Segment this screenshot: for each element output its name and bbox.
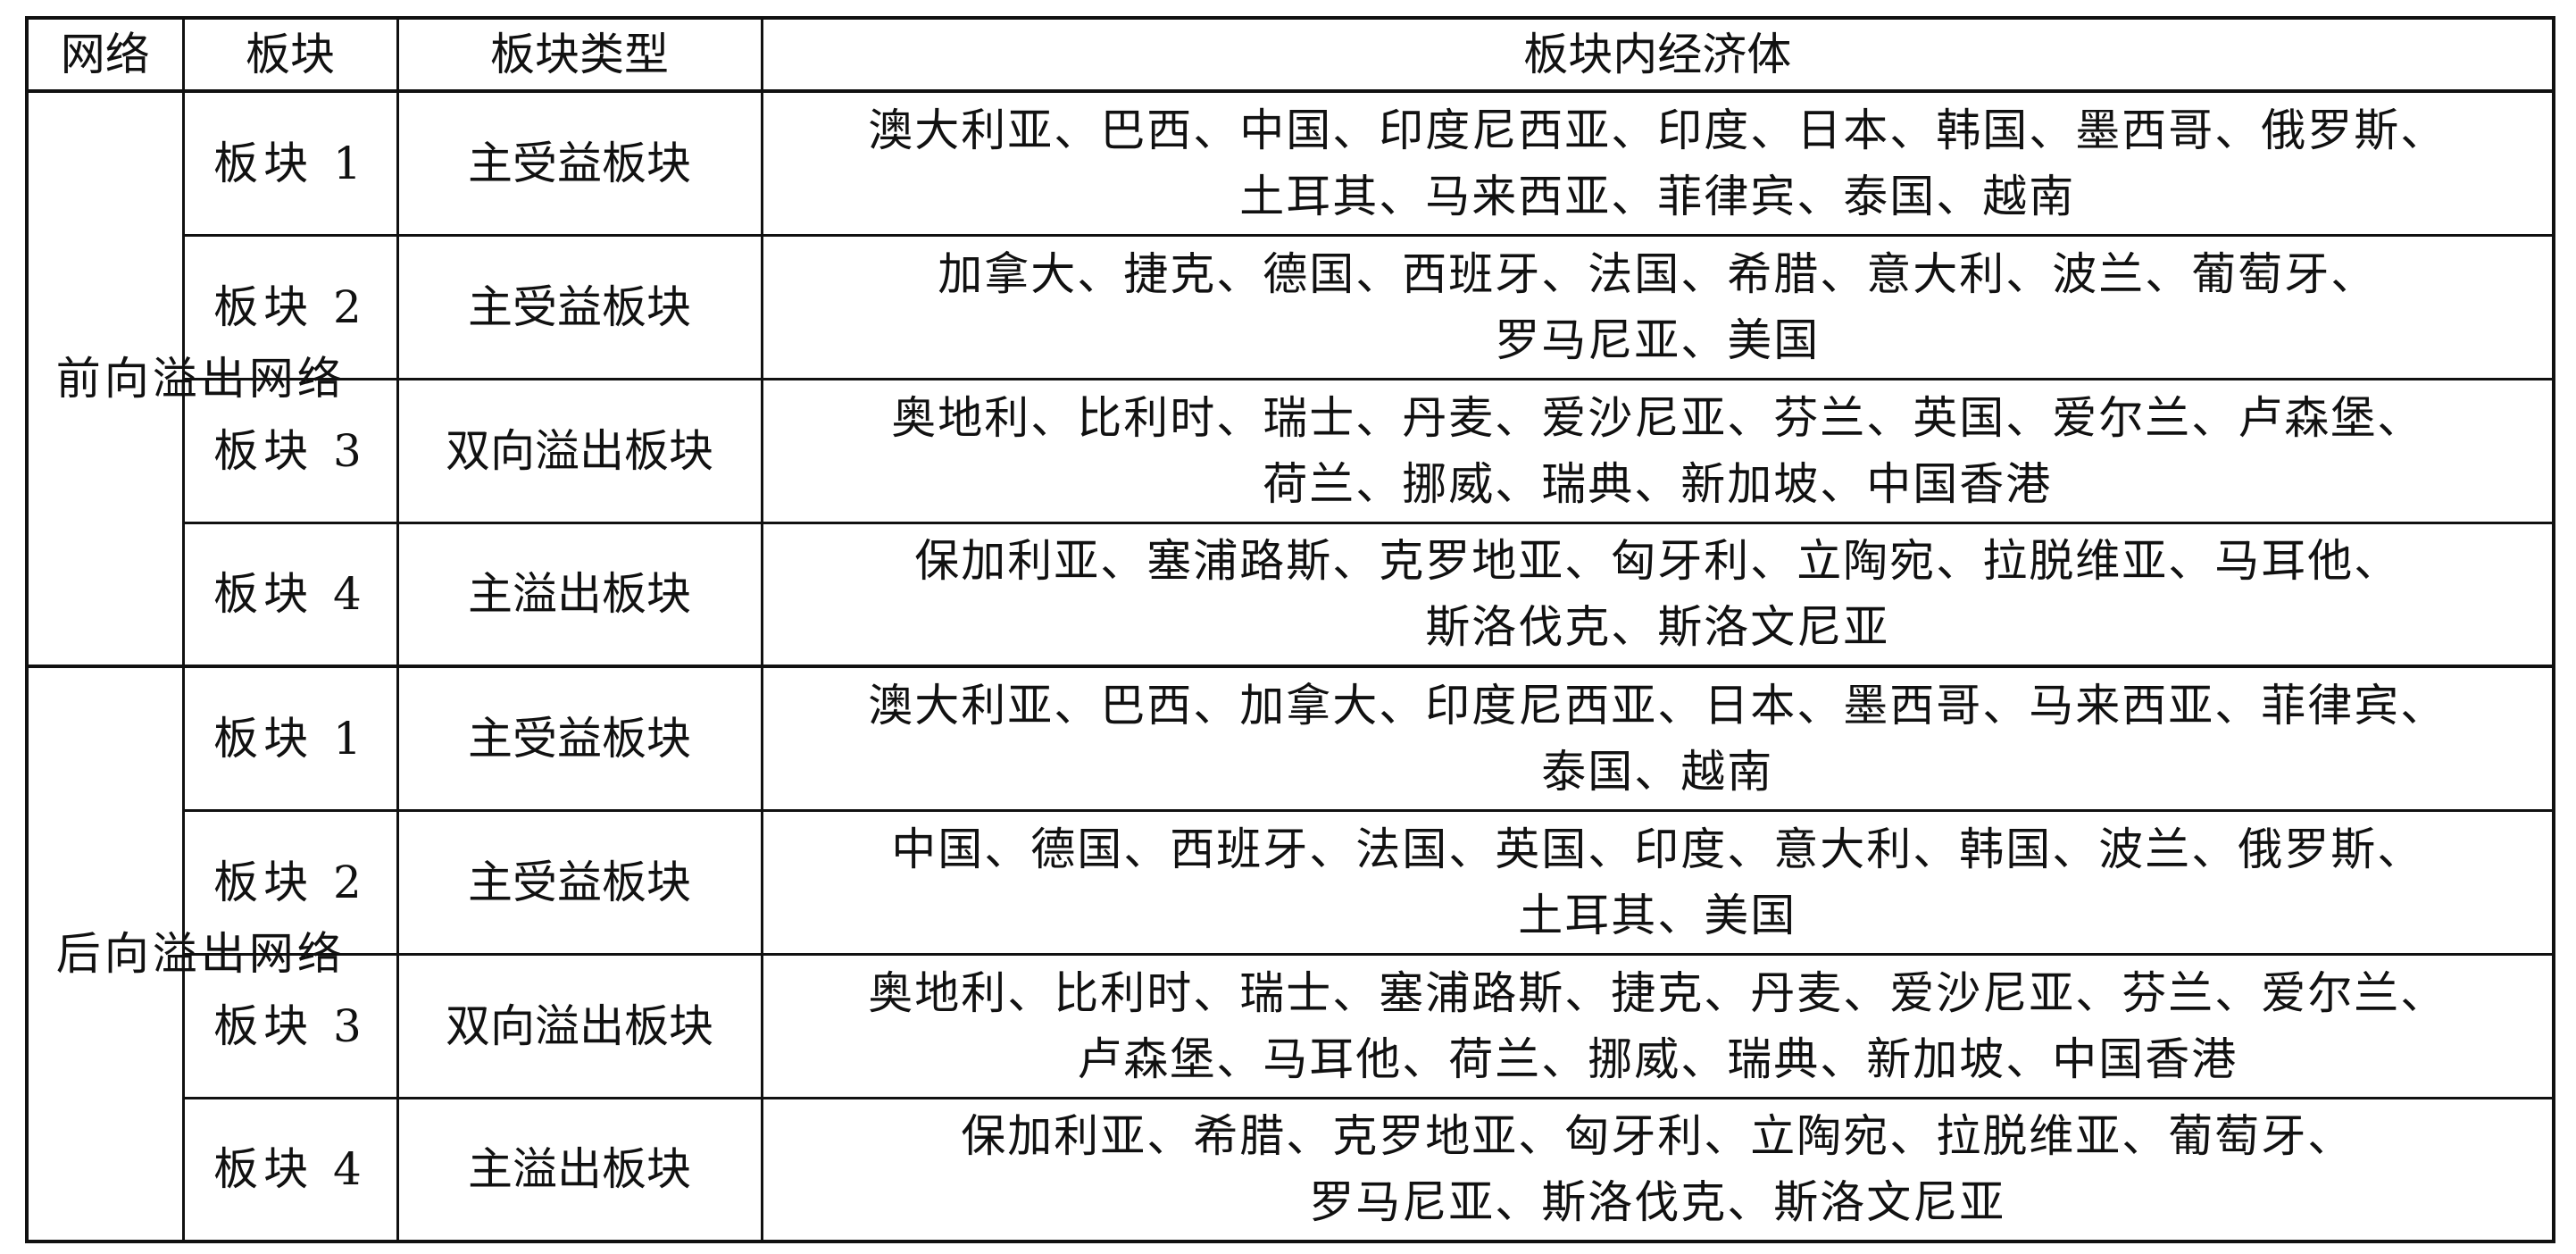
network-label: 后向溢出网络 xyxy=(55,928,346,980)
economies-line: 澳大利亚、巴西、加拿大、印度尼西亚、日本、墨西哥、马来西亚、菲律宾、 xyxy=(868,679,2447,732)
economies-line: 保加利亚、希腊、克罗地亚、匈牙利、立陶宛、拉脱维亚、葡萄牙、 xyxy=(961,1110,2355,1163)
economies-line: 加拿大、捷克、德国、西班牙、法国、希腊、意大利、波兰、葡萄牙、 xyxy=(938,247,2378,300)
economies-cell: 保加利亚、塞浦路斯、克罗地亚、匈牙利、立陶宛、拉脱维亚、马耳他、 斯洛伐克、斯洛… xyxy=(760,521,2555,668)
economies-cell: 澳大利亚、巴西、中国、印度尼西亚、印度、日本、韩国、墨西哥、俄罗斯、 土耳其、马… xyxy=(760,89,2555,237)
table-row: 板块 4 主溢出板块 保加利亚、塞浦路斯、克罗地亚、匈牙利、立陶宛、拉脱维亚、马… xyxy=(27,521,2555,668)
network-cell-forward: 前向溢出网络 xyxy=(25,89,346,668)
table-row: 板块 3 双向溢出板块 奥地利、比利时、瑞士、塞浦路斯、捷克、丹麦、爱沙尼亚、芬… xyxy=(27,952,2555,1099)
block-type-cell: 主受益板块 xyxy=(396,665,763,812)
table-row: 板块 2 主受益板块 加拿大、捷克、德国、西班牙、法国、希腊、意大利、波兰、葡萄… xyxy=(27,233,2555,380)
block-type-cell: 主溢出板块 xyxy=(396,521,763,668)
economies-cell: 奥地利、比利时、瑞士、塞浦路斯、捷克、丹麦、爱沙尼亚、芬兰、爱尔兰、 卢森堡、马… xyxy=(760,952,2555,1099)
economies-line: 奥地利、比利时、瑞士、塞浦路斯、捷克、丹麦、爱沙尼亚、芬兰、爱尔兰、 xyxy=(868,966,2447,1019)
economies-line: 罗马尼亚、斯洛伐克、斯洛文尼亚 xyxy=(1309,1176,2006,1229)
table-row: 板块 2 主受益板块 中国、德国、西班牙、法国、英国、印度、意大利、韩国、波兰、… xyxy=(27,808,2555,956)
block-type-cell: 主受益板块 xyxy=(396,808,763,956)
block-cell: 板块 4 xyxy=(181,521,399,668)
economies-line: 泰国、越南 xyxy=(1541,745,1774,798)
economies-line: 澳大利亚、巴西、中国、印度尼西亚、印度、日本、韩国、墨西哥、俄罗斯、 xyxy=(868,104,2447,156)
block-cell: 板块 2 xyxy=(181,233,399,380)
economies-cell: 澳大利亚、巴西、加拿大、印度尼西亚、日本、墨西哥、马来西亚、菲律宾、 泰国、越南 xyxy=(760,665,2555,812)
economies-line: 保加利亚、塞浦路斯、克罗地亚、匈牙利、立陶宛、拉脱维亚、马耳他、 xyxy=(914,535,2401,588)
header-block-type: 板块类型 xyxy=(396,16,763,93)
table-row: 前向溢出网络 板块 1 主受益板块 澳大利亚、巴西、中国、印度尼西亚、印度、日本… xyxy=(25,89,2555,668)
block-cell: 板块 1 xyxy=(181,89,399,237)
economies-line: 荷兰、挪威、瑞典、新加坡、中国香港 xyxy=(1263,457,2053,510)
table-row: 板块 3 双向溢出板块 奥地利、比利时、瑞士、丹麦、爱沙尼亚、芬兰、英国、爱尔兰… xyxy=(27,377,2555,524)
economies-line: 奥地利、比利时、瑞士、丹麦、爱沙尼亚、芬兰、英国、爱尔兰、卢森堡、 xyxy=(891,391,2424,444)
table-row: 板块 4 主溢出板块 保加利亚、希腊、克罗地亚、匈牙利、立陶宛、拉脱维亚、葡萄牙… xyxy=(27,1096,2555,1243)
table-row: 后向溢出网络 板块 1 主受益板块 澳大利亚、巴西、加拿大、印度尼西亚、日本、墨… xyxy=(25,665,2555,1243)
table-header-row: 网络 板块 板块类型 板块内经济体 xyxy=(25,16,2555,93)
economies-line: 土耳其、马来西亚、菲律宾、泰国、越南 xyxy=(1239,170,2076,222)
block-type-cell: 双向溢出板块 xyxy=(396,377,763,524)
block-type-cell: 主溢出板块 xyxy=(396,1096,763,1243)
network-label: 前向溢出网络 xyxy=(55,353,346,405)
block-type-cell: 主受益板块 xyxy=(396,89,763,237)
block-cell: 板块 2 xyxy=(181,808,399,956)
header-block: 板块 xyxy=(181,16,399,93)
economy-block-table: 网络 板块 板块类型 板块内经济体 前向溢出网络 板块 1 主受益板块 澳大利亚… xyxy=(25,16,2555,1243)
economies-line: 罗马尼亚、美国 xyxy=(1495,314,1821,366)
economies-cell: 奥地利、比利时、瑞士、丹麦、爱沙尼亚、芬兰、英国、爱尔兰、卢森堡、 荷兰、挪威、… xyxy=(760,377,2555,524)
economies-cell: 中国、德国、西班牙、法国、英国、印度、意大利、韩国、波兰、俄罗斯、 土耳其、美国 xyxy=(760,808,2555,956)
economies-line: 斯洛伐克、斯洛文尼亚 xyxy=(1425,601,1890,654)
block-cell: 板块 3 xyxy=(181,952,399,1099)
block-type-cell: 主受益板块 xyxy=(396,233,763,380)
block-cell: 板块 3 xyxy=(181,377,399,524)
block-cell: 板块 1 xyxy=(181,665,399,812)
economies-line: 土耳其、美国 xyxy=(1518,889,1797,941)
network-cell-backward: 后向溢出网络 xyxy=(25,665,346,1243)
economies-line: 卢森堡、马耳他、荷兰、挪威、瑞典、新加坡、中国香港 xyxy=(1077,1032,2238,1085)
block-type-cell: 双向溢出板块 xyxy=(396,952,763,1099)
block-cell: 板块 4 xyxy=(181,1096,399,1243)
header-economies: 板块内经济体 xyxy=(760,16,2555,93)
economies-line: 中国、德国、西班牙、法国、英国、印度、意大利、韩国、波兰、俄罗斯、 xyxy=(891,823,2424,875)
economies-cell: 加拿大、捷克、德国、西班牙、法国、希腊、意大利、波兰、葡萄牙、 罗马尼亚、美国 xyxy=(760,233,2555,380)
header-network: 网络 xyxy=(25,16,185,93)
economies-cell: 保加利亚、希腊、克罗地亚、匈牙利、立陶宛、拉脱维亚、葡萄牙、 罗马尼亚、斯洛伐克… xyxy=(760,1096,2555,1243)
